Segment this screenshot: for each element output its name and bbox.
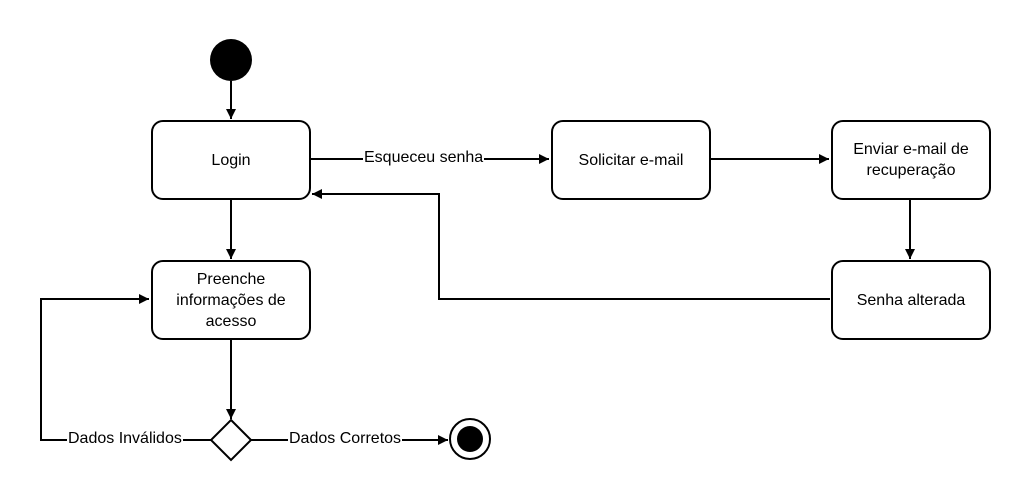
- edge-label-esqueceu-senha: Esqueceu senha: [363, 148, 485, 168]
- node-login: Login: [151, 120, 311, 200]
- node-solicitar-label: Solicitar e-mail: [578, 151, 684, 169]
- node-preenche-label: Preenche informações de acesso: [176, 270, 286, 330]
- node-enviar-email: Enviar e-mail de recuperação: [831, 120, 991, 200]
- node-login-label: Login: [211, 151, 251, 169]
- initial-node: [210, 39, 252, 81]
- node-senha-alterada-label: Senha alterada: [856, 291, 966, 309]
- edge-label-dados-invalidos: Dados Inválidos: [67, 429, 183, 449]
- node-solicitar-email: Solicitar e-mail: [551, 120, 711, 200]
- decision-node: [209, 418, 253, 462]
- node-senha-alterada: Senha alterada: [831, 260, 991, 340]
- edge-senha-alterada-to-login: [312, 189, 830, 300]
- edge-label-dados-corretos: Dados Corretos: [288, 429, 403, 449]
- node-preenche-informacoes: Preenche informações de acesso: [151, 260, 311, 340]
- node-enviar-label: Enviar e-mail de recuperação: [853, 141, 969, 179]
- final-node-inner: [457, 426, 483, 452]
